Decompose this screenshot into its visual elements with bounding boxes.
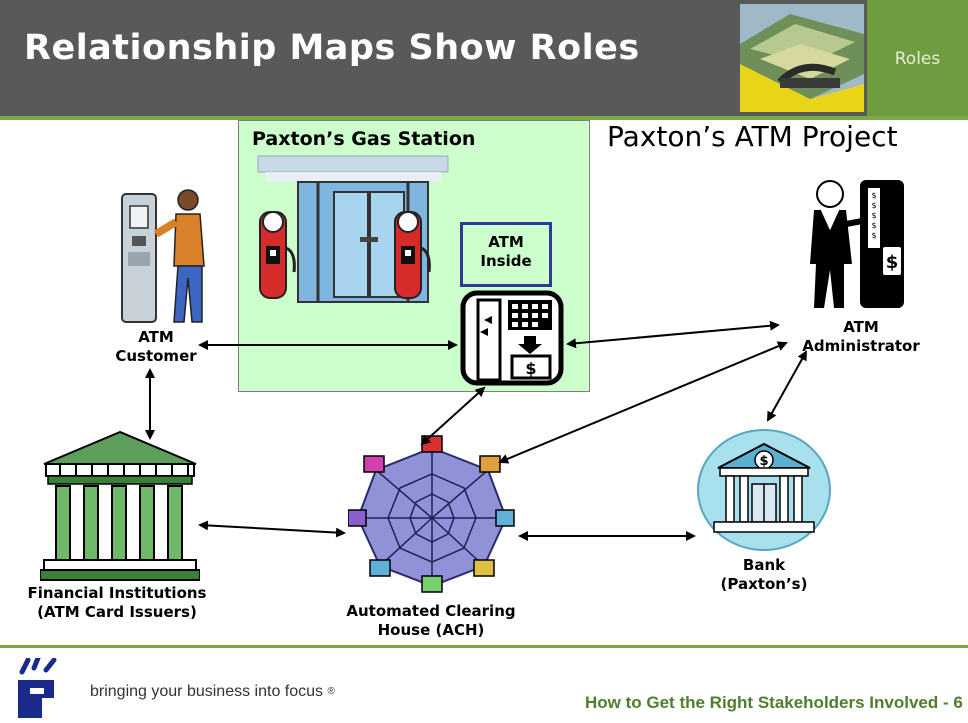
svg-text:$: $ (871, 201, 876, 210)
svg-text:$: $ (759, 454, 768, 469)
footer-tagline: bringing your business into focus ® (90, 683, 335, 700)
atm-customer-icon (121, 189, 205, 323)
footer-rule (0, 645, 968, 648)
atm-inside-box: ATM Inside (460, 222, 552, 287)
svg-text:$: $ (871, 231, 876, 240)
ach-label: Automated Clearing House (ACH) (346, 602, 516, 639)
svg-text:$: $ (871, 221, 876, 230)
header-rule (0, 116, 968, 120)
section-tab: Roles (867, 0, 968, 116)
ach-network-icon (348, 435, 515, 593)
link-atm-administrator (566, 320, 780, 349)
atm-administrator-icon: $$$$$ $ (810, 180, 904, 308)
link-financial-ach (198, 520, 346, 538)
svg-text:$: $ (886, 252, 899, 273)
project-title: Paxton’s ATM Project (607, 120, 898, 153)
bank-icon: $ (697, 429, 831, 551)
atm-customer-label: ATM Customer (115, 328, 197, 365)
financial-institutions-icon (40, 430, 200, 581)
atm-administrator-label: ATM Administrator (802, 318, 920, 355)
registered-mark: ® (327, 686, 335, 697)
footer-slide-caption: How to Get the Right Stakeholders Involv… (585, 693, 963, 712)
gas-station-icon (257, 155, 449, 303)
bank-label: Bank (Paxton’s) (720, 556, 808, 593)
svg-text:$: $ (871, 211, 876, 220)
money-briefcase-image (740, 4, 864, 112)
slide-title: Relationship Maps Show Roles (24, 28, 640, 68)
atm-machine-icon: $ (460, 290, 564, 386)
svg-text:$: $ (871, 191, 876, 200)
gas-station-title: Paxton’s Gas Station (252, 128, 476, 150)
financial-institutions-label: Financial Institutions (ATM Card Issuers… (27, 584, 207, 621)
svg-text:$: $ (525, 359, 536, 378)
link-administrator-bank (767, 350, 807, 422)
atm-inside-label: ATM Inside (480, 233, 532, 270)
company-logo-icon (18, 658, 57, 718)
section-tab-label: Roles (894, 49, 941, 69)
